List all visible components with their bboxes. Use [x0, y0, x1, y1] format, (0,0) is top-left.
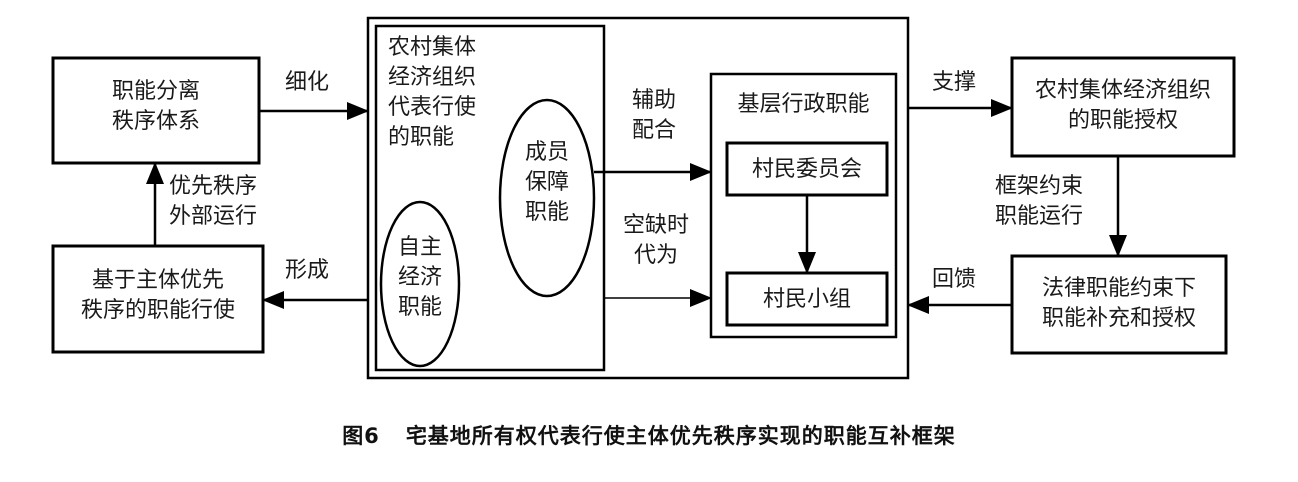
figure-caption: 图6 宅基地所有权代表行使主体优先秩序实现的职能互补框架 — [0, 420, 1298, 450]
box-admin-functions — [709, 72, 898, 339]
collective-line2: 经济组织 — [388, 65, 477, 90]
assist-line2: 配合 — [631, 118, 676, 143]
exercise-text: 基于主体优先 秩序的职能行使 — [53, 266, 263, 326]
priority-line2: 外部运行 — [169, 204, 258, 229]
authorization-line1: 农村集体经济组织 — [1034, 78, 1211, 103]
autonomous-line2: 经济 — [397, 265, 442, 290]
legal-line2: 职能补充和授权 — [1041, 306, 1196, 331]
legal-line1: 法律职能约束下 — [1041, 276, 1196, 301]
label-refine: 细化 — [285, 70, 330, 95]
ellipse-autonomous-economic — [379, 200, 461, 368]
authorization-line2: 的职能授权 — [1067, 108, 1178, 133]
separation-line2: 秩序体系 — [111, 109, 200, 134]
autonomous-text: 自主 经济 职能 — [381, 233, 459, 323]
vacancy-line1: 空缺时 — [622, 213, 689, 238]
vacancy-line2: 代为 — [633, 243, 678, 268]
collective-line1: 农村集体 — [388, 35, 477, 60]
label-feedback: 回馈 — [932, 267, 977, 292]
label-form: 形成 — [285, 258, 330, 283]
box-central-outer — [366, 16, 910, 380]
assist-line1: 辅助 — [631, 88, 676, 113]
legal-text: 法律职能约束下 职能补充和授权 — [1012, 274, 1226, 334]
frame-line1: 框架约束 — [995, 174, 1084, 199]
committee-text: 村民委员会 — [751, 157, 862, 182]
autonomous-line1: 自主 — [397, 235, 442, 260]
exercise-line2: 秩序的职能行使 — [80, 298, 235, 323]
separation-text: 职能分离 秩序体系 — [53, 77, 259, 137]
separation-line1: 职能分离 — [111, 79, 200, 104]
group-text: 村民小组 — [762, 287, 851, 312]
label-support: 支撑 — [932, 70, 977, 95]
collective-text: 农村集体 经济组织 代表行使 的职能 — [388, 33, 476, 153]
member-line2: 保障 — [524, 170, 569, 195]
label-vacancy: 空缺时 代为 — [610, 211, 702, 271]
ellipse-member-security — [498, 98, 596, 298]
collective-line3: 代表行使 — [388, 95, 477, 120]
authorization-text: 农村集体经济组织 的职能授权 — [1012, 76, 1234, 136]
figure-title: 宅基地所有权代表行使主体优先秩序实现的职能互补框架 — [405, 424, 956, 448]
autonomous-line3: 职能 — [397, 295, 442, 320]
frame-line2: 职能运行 — [995, 204, 1084, 229]
figure-number: 图6 — [342, 424, 380, 448]
exercise-line1: 基于主体优先 — [91, 268, 224, 293]
label-frame: 框架约束 职能运行 — [995, 172, 1083, 232]
label-assist: 辅助 配合 — [614, 86, 694, 146]
member-text: 成员 保障 职能 — [500, 138, 594, 228]
member-line3: 职能 — [524, 200, 569, 225]
member-line1: 成员 — [524, 140, 569, 165]
priority-line1: 优先秩序 — [169, 174, 258, 199]
collective-line4: 的职能 — [388, 125, 455, 150]
admin-title: 基层行政职能 — [737, 92, 870, 117]
label-priority: 优先秩序 外部运行 — [169, 172, 257, 232]
box-collective-functions — [374, 24, 606, 372]
